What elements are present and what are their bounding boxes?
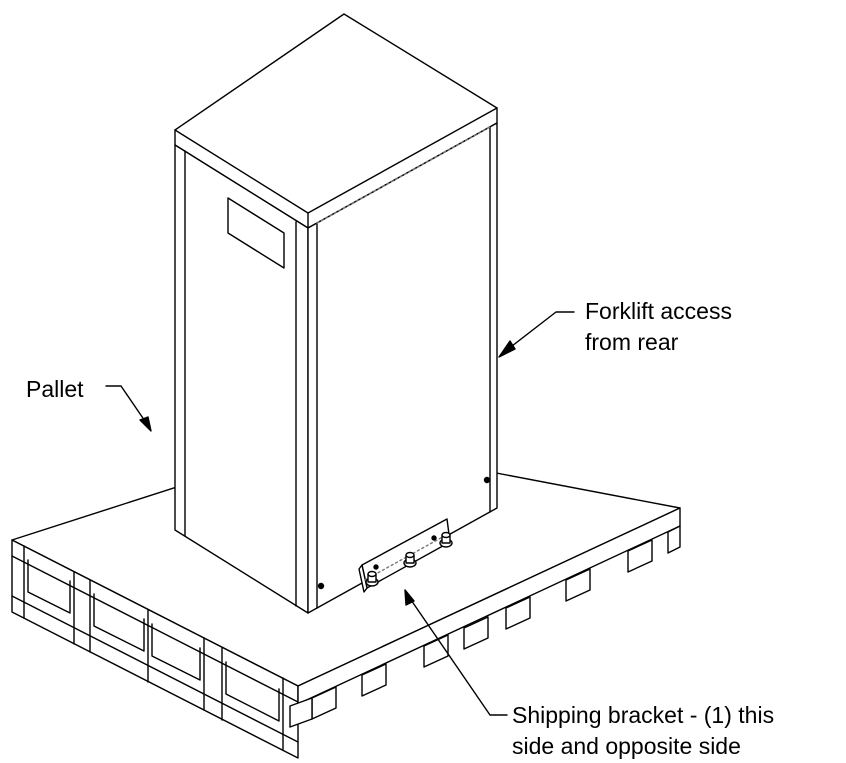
- bracket-callout-line2: side and opposite side: [512, 733, 741, 759]
- pallet-foot: [289, 697, 313, 728]
- pallet-foot: [627, 539, 653, 573]
- pallet-foot: [463, 616, 489, 650]
- pallet-front-left-face: [11, 539, 299, 759]
- screw-icon: [483, 476, 491, 484]
- pallet-foot: [667, 525, 681, 554]
- shipping-bracket-callout: Shipping bracket - (1) this side and opp…: [512, 700, 774, 762]
- bracket-callout-line1: Shipping bracket - (1) this: [512, 702, 775, 728]
- screw-icon: [317, 582, 325, 590]
- pallet-callout: Pallet: [26, 374, 84, 405]
- forklift-callout-line1: Forklift access: [585, 298, 732, 324]
- cabinet-side-face: [307, 122, 498, 614]
- pallet-foot: [423, 634, 449, 668]
- pallet-foot: [361, 663, 387, 697]
- pallet-foot: [565, 568, 591, 602]
- cabinet-hidden-edge: [316, 126, 491, 224]
- cabinet-label-window: [227, 197, 285, 269]
- cabinet: [174, 13, 498, 614]
- forklift-callout-line2: from rear: [585, 329, 679, 355]
- bolt-icon: [365, 570, 379, 587]
- leader-lines: [105, 311, 575, 716]
- shipping-bracket: [358, 518, 453, 593]
- arrowhead-icon: [139, 416, 152, 432]
- pallet-callout-text: Pallet: [26, 376, 84, 402]
- bolt-icon: [439, 531, 453, 548]
- arrowhead-icon: [404, 589, 415, 606]
- forklift-access-callout: Forklift access from rear: [585, 296, 732, 358]
- arrowhead-icon: [498, 340, 516, 358]
- pallet-foot: [505, 596, 531, 630]
- bolt-icon: [403, 551, 417, 568]
